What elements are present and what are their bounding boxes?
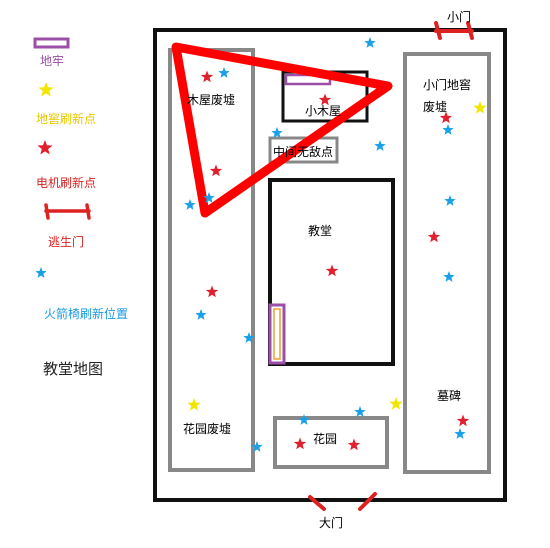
cipher-star (293, 437, 307, 450)
rocket-chair-star (195, 309, 207, 320)
rocket-chair-star (184, 199, 196, 210)
rocket-chair-star (454, 428, 466, 439)
rocket-chair-star (243, 332, 255, 343)
exit-gate-big (308, 492, 377, 511)
dungeon-marker-church-inner (273, 308, 281, 360)
legend-dungeon-spawn-label: 地窖刷新点 (36, 112, 97, 126)
dungeon-marker-church (268, 303, 286, 365)
big-gate-label: 大门 (319, 516, 344, 530)
rocket-chair-star (218, 67, 230, 78)
rocket-chair-star (443, 271, 455, 282)
markers-layer (35, 37, 487, 452)
cipher-star (209, 164, 223, 177)
middle-spot-label: 中间无敌点 (273, 145, 334, 159)
gate-dungeon-label: 小门地窖 (423, 78, 472, 92)
dungeon-spawn-star (473, 101, 487, 114)
church-label: 教堂 (308, 224, 333, 238)
legend-rocket-chair-star (35, 267, 47, 278)
legend-exit-gate-symbol (44, 203, 91, 220)
dungeon-spawn-star (187, 398, 201, 411)
cipher-star (439, 111, 453, 124)
cipher-star (318, 93, 332, 106)
legend-exit-gate-label: 逃生门 (48, 235, 85, 249)
cipher-star (456, 414, 470, 427)
legend-dungeon-symbol (33, 37, 70, 49)
dungeon-spawn-star (389, 397, 403, 410)
church-building (268, 178, 395, 366)
cipher-star (205, 285, 219, 298)
garden-label: 花园 (313, 432, 338, 446)
right-ruins-building (403, 52, 491, 474)
legend-dungeon-label: 地牢 (40, 54, 65, 68)
rocket-chair-star (444, 195, 456, 206)
exit-gate-small (434, 21, 474, 40)
middle-spot-building (268, 136, 339, 164)
small-cabin-label: 小木屋 (305, 104, 342, 118)
rocket-chair-star (364, 37, 376, 48)
rocket-chair-star (442, 124, 454, 135)
cabin-ruins-label: 木屋废墟 (187, 93, 236, 107)
rocket-chair-star (298, 414, 310, 425)
rocket-chair-star (203, 192, 215, 203)
legend-cipher-star (37, 140, 53, 155)
rocket-chair-star (271, 127, 283, 138)
cipher-star (325, 264, 339, 277)
route-triangle (171, 42, 393, 218)
garden-ruins-label: 花园废墟 (183, 422, 232, 436)
map-title: 教堂地图 (43, 360, 104, 378)
cipher-star (200, 70, 214, 83)
cipher-star (347, 438, 361, 451)
legend-dungeon-spawn-star (38, 82, 54, 97)
garden-building (273, 416, 389, 469)
rocket-chair-star (354, 406, 366, 417)
rocket-chair-star (374, 140, 386, 151)
rocket-chair-star (251, 441, 263, 452)
legend-cipher-spawn-label: 电机刷新点 (36, 176, 97, 190)
cipher-star (427, 230, 441, 243)
legend-rocket-chair-label: 火箭椅刷新位置 (44, 307, 129, 321)
ruins-label: 废墟 (423, 100, 448, 114)
left-ruins-building (168, 48, 255, 472)
small-gate-label: 小门 (447, 10, 472, 24)
tombstone-label: 墓碑 (437, 389, 462, 403)
